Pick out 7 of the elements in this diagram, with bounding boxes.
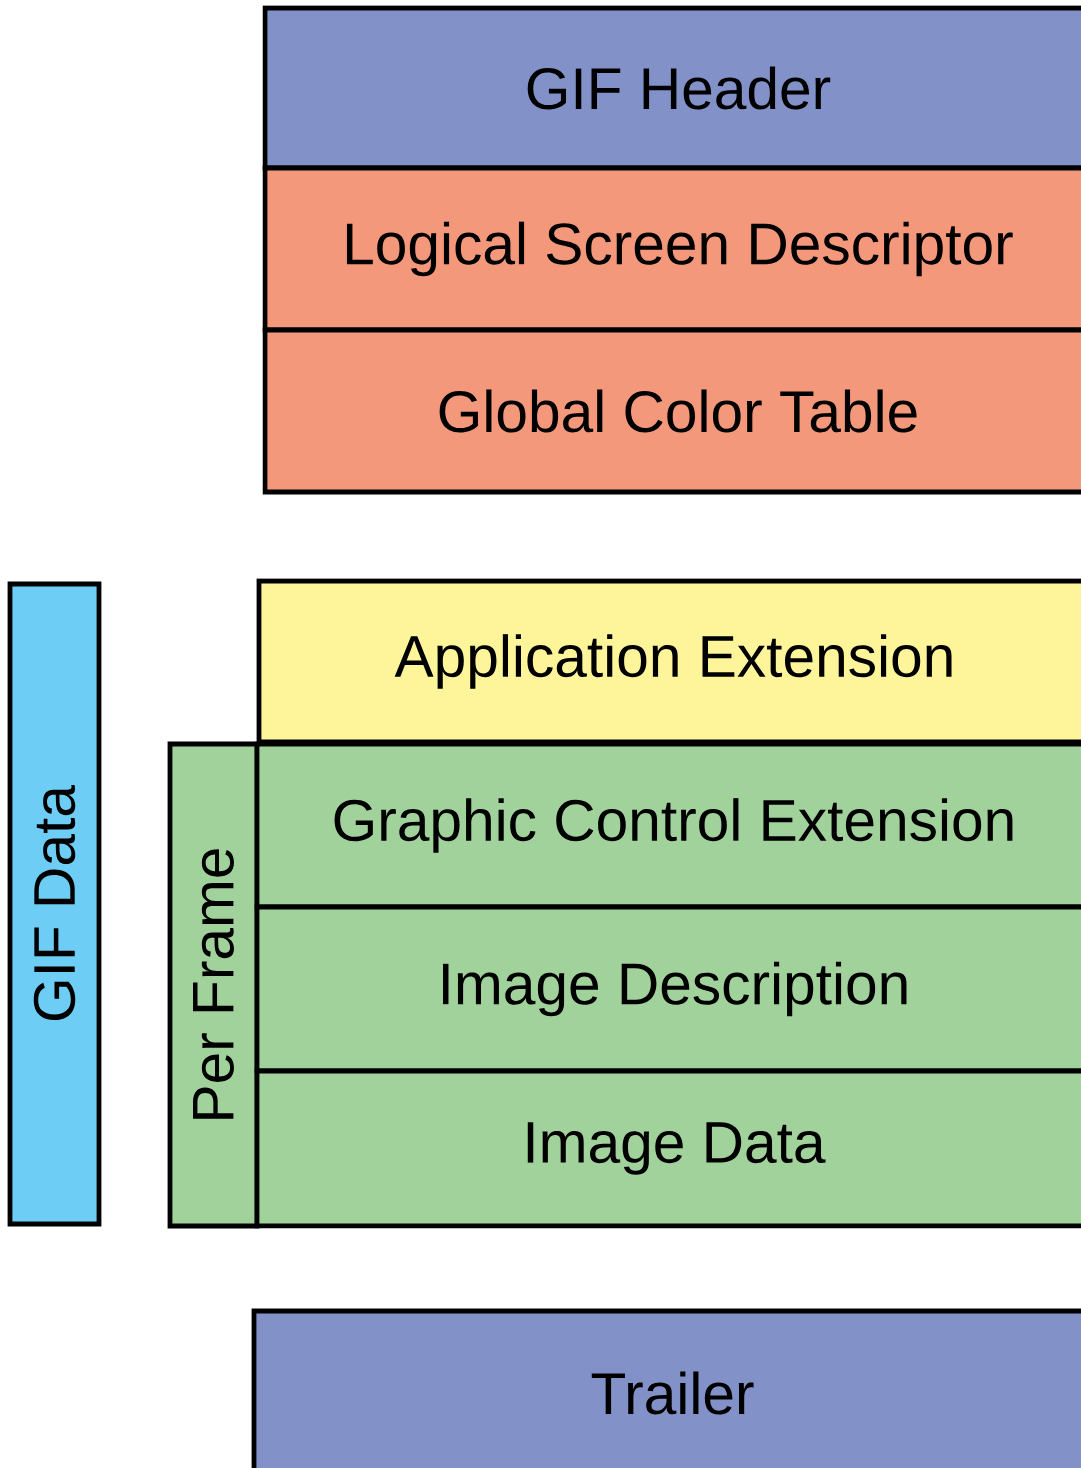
color-table-block: Global Color Table bbox=[262, 327, 1081, 495]
extension-block: Application Extension bbox=[256, 578, 1081, 745]
bracket-bar: Per Frame bbox=[167, 741, 260, 1229]
bracket-bar: GIF Data bbox=[7, 581, 102, 1227]
header-block: GIF Header bbox=[262, 5, 1081, 171]
descriptor-block: Logical Screen Descriptor bbox=[262, 165, 1081, 333]
trailer-block: Trailer bbox=[251, 1308, 1081, 1468]
